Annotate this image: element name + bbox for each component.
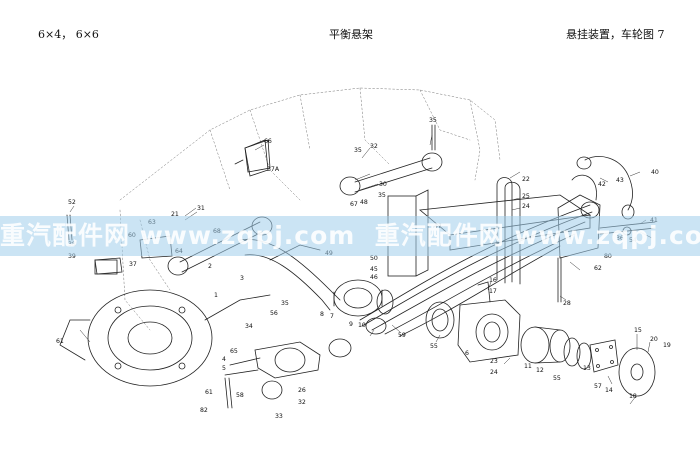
callout-label: 56 <box>270 310 278 317</box>
callout-label: 37 <box>129 261 137 268</box>
callout-label: 55 <box>553 375 561 382</box>
callout-label: 28 <box>563 300 571 307</box>
callout-label: 21 <box>171 211 179 218</box>
callout-label: 26 <box>298 387 306 394</box>
callout-label: 7 <box>330 313 334 320</box>
callout-label: 14 <box>605 387 613 394</box>
callout-label: 35 <box>429 117 437 124</box>
callout-label: 66 <box>264 138 272 145</box>
callout-label: 33 <box>275 413 283 420</box>
torque-rod-upper <box>339 152 443 196</box>
callout-label: 80 <box>604 253 612 260</box>
trunnion-hub <box>333 279 394 317</box>
header-section-text: 悬挂装置，车轮图 7 <box>566 28 665 41</box>
callout-label: 57 <box>594 383 602 390</box>
callout-label: 34 <box>245 323 253 330</box>
callout-label: 61 <box>205 389 213 396</box>
chassis-outline <box>119 87 501 331</box>
leader-lines <box>69 134 653 405</box>
callout-label: 12 <box>536 367 544 374</box>
seal-ring-left <box>425 301 455 339</box>
callout-label: 61 <box>56 338 64 345</box>
callout-label: 45 <box>370 266 378 273</box>
callout-label: 19 <box>663 342 671 349</box>
callout-label: 42 <box>598 181 606 188</box>
callout-label: 48 <box>360 199 368 206</box>
callout-label: 58 <box>236 392 244 399</box>
header-model-text: 6×4， 6×6 <box>38 28 99 41</box>
callout-label: 22 <box>522 176 530 183</box>
callout-label: 9 <box>349 321 353 328</box>
end-disk <box>618 347 656 397</box>
callout-label: 15 <box>634 327 642 334</box>
callout-label: 24 <box>490 369 498 376</box>
callout-label: 24 <box>522 203 530 210</box>
callout-label: 25 <box>522 193 530 200</box>
callout-label: 8 <box>320 311 324 318</box>
callout-label: 55 <box>430 343 438 350</box>
axle-housing <box>59 289 271 387</box>
callout-label: 35 <box>378 192 386 199</box>
callout-label: 6 <box>465 350 469 357</box>
callout-label: 40 <box>651 169 659 176</box>
callout-label: 13 <box>583 365 591 372</box>
cover-plate <box>589 339 619 373</box>
callout-label: 62 <box>594 265 602 272</box>
callout-label: 2 <box>208 263 212 270</box>
callout-label: 67 <box>350 201 358 208</box>
mount-66 <box>234 139 269 177</box>
bolt-35-top <box>431 124 436 151</box>
callout-label: 4 <box>222 356 226 363</box>
lower-link <box>224 338 352 400</box>
callout-label: 23 <box>490 358 498 365</box>
header-title: 平衡悬架 <box>329 28 373 41</box>
callout-label: 46 <box>370 274 378 281</box>
callout-label: 65 <box>230 348 238 355</box>
callout-label: 50 <box>370 255 378 262</box>
callout-label: 10 <box>358 322 366 329</box>
callout-label: 3 <box>240 275 244 282</box>
callout-label: 11 <box>524 363 532 370</box>
callout-label: 37A <box>267 166 280 173</box>
trunnion-bracket <box>457 281 521 363</box>
small-rod <box>224 377 233 409</box>
callout-label: 59 <box>398 332 406 339</box>
u-bolts <box>496 177 521 285</box>
callout-label: 82 <box>200 407 208 414</box>
watermark-band: 重汽配件网 www.zqpj.com 重汽配件网 www.zqpj.com <box>0 216 700 256</box>
callout-label: 20 <box>650 336 658 343</box>
callout-label: 16 <box>489 277 497 284</box>
callout-label: 32 <box>370 143 378 150</box>
callout-label: 31 <box>197 205 205 212</box>
bolt-28 <box>557 257 562 303</box>
callout-label: 18 <box>629 393 637 400</box>
callout-label: 32 <box>298 399 306 406</box>
bushing-set <box>520 326 592 370</box>
callout-label: 35 <box>281 300 289 307</box>
callout-label: 39 <box>68 253 76 260</box>
callout-label: 35 <box>354 147 362 154</box>
callout-label: 17 <box>489 288 497 295</box>
callout-label: 52 <box>68 199 76 206</box>
part-callouts: 66 37A 35 32 35 30 67 48 35 22 25 24 40 … <box>56 117 671 420</box>
callout-label: 5 <box>222 365 226 372</box>
watermark-text: 重汽配件网 www.zqpj.com 重汽配件网 www.zqpj.com <box>0 221 700 250</box>
callout-label: 43 <box>616 177 624 184</box>
callout-label: 1 <box>214 292 218 299</box>
callout-label: 30 <box>379 181 387 188</box>
